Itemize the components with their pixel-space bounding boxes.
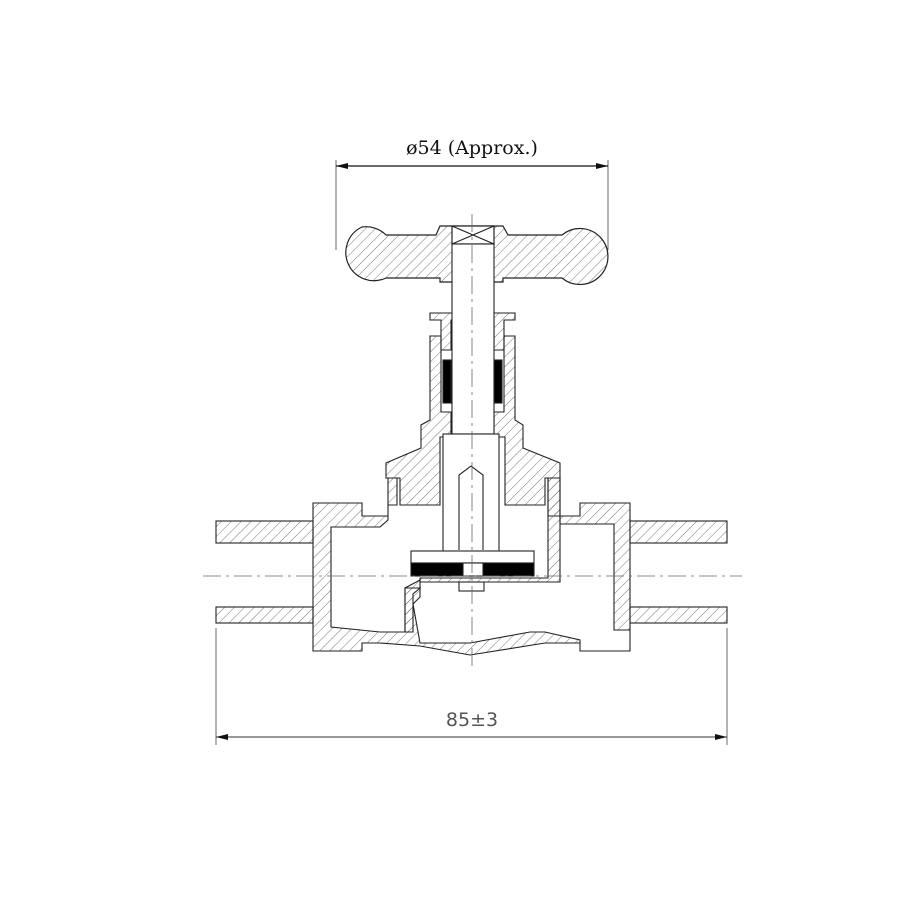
length-dimension: 85±3: [215, 628, 728, 745]
valve-disc: [410, 550, 535, 592]
handle-diameter-label: ø54 (Approx.): [406, 137, 538, 159]
valve-stem: [442, 243, 500, 553]
length-label: 85±3: [446, 709, 498, 731]
center-lines: [203, 214, 742, 670]
bonnet: [385, 312, 561, 506]
valve-body: [215, 477, 728, 656]
handle-diameter-dimension: ø54 (Approx.): [335, 137, 609, 250]
